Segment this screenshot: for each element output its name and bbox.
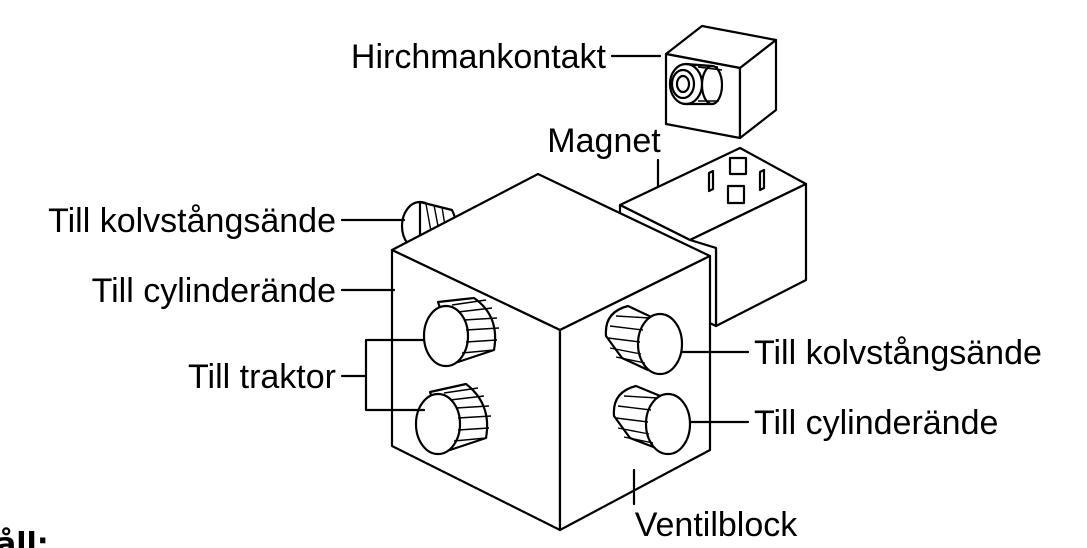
label-valve-block: Ventilblock (635, 506, 799, 544)
label-cyl-end-right: Till cylinderände (754, 404, 998, 442)
port-rod-end-right (604, 304, 684, 376)
label-tractor: Till traktor (188, 358, 336, 396)
port-tractor-upper (422, 296, 500, 368)
bottom-heading: åll: (0, 526, 49, 548)
hirchmann-port (668, 62, 724, 106)
label-rod-end-left: Till kolvstångsände (48, 202, 336, 240)
leader-lines (340, 54, 750, 506)
label-cyl-end-left: Till cylinderände (92, 272, 336, 310)
port-cyl-end-right (612, 384, 692, 456)
magnet-pins (707, 156, 766, 205)
hirchmann-connector (664, 24, 778, 140)
label-rod-end-right: Till kolvstångsände (754, 334, 1042, 372)
port-tractor-lower (414, 382, 492, 456)
label-magnet: Magnet (547, 122, 661, 160)
label-hirchmann: Hirchmankontakt (351, 38, 607, 76)
